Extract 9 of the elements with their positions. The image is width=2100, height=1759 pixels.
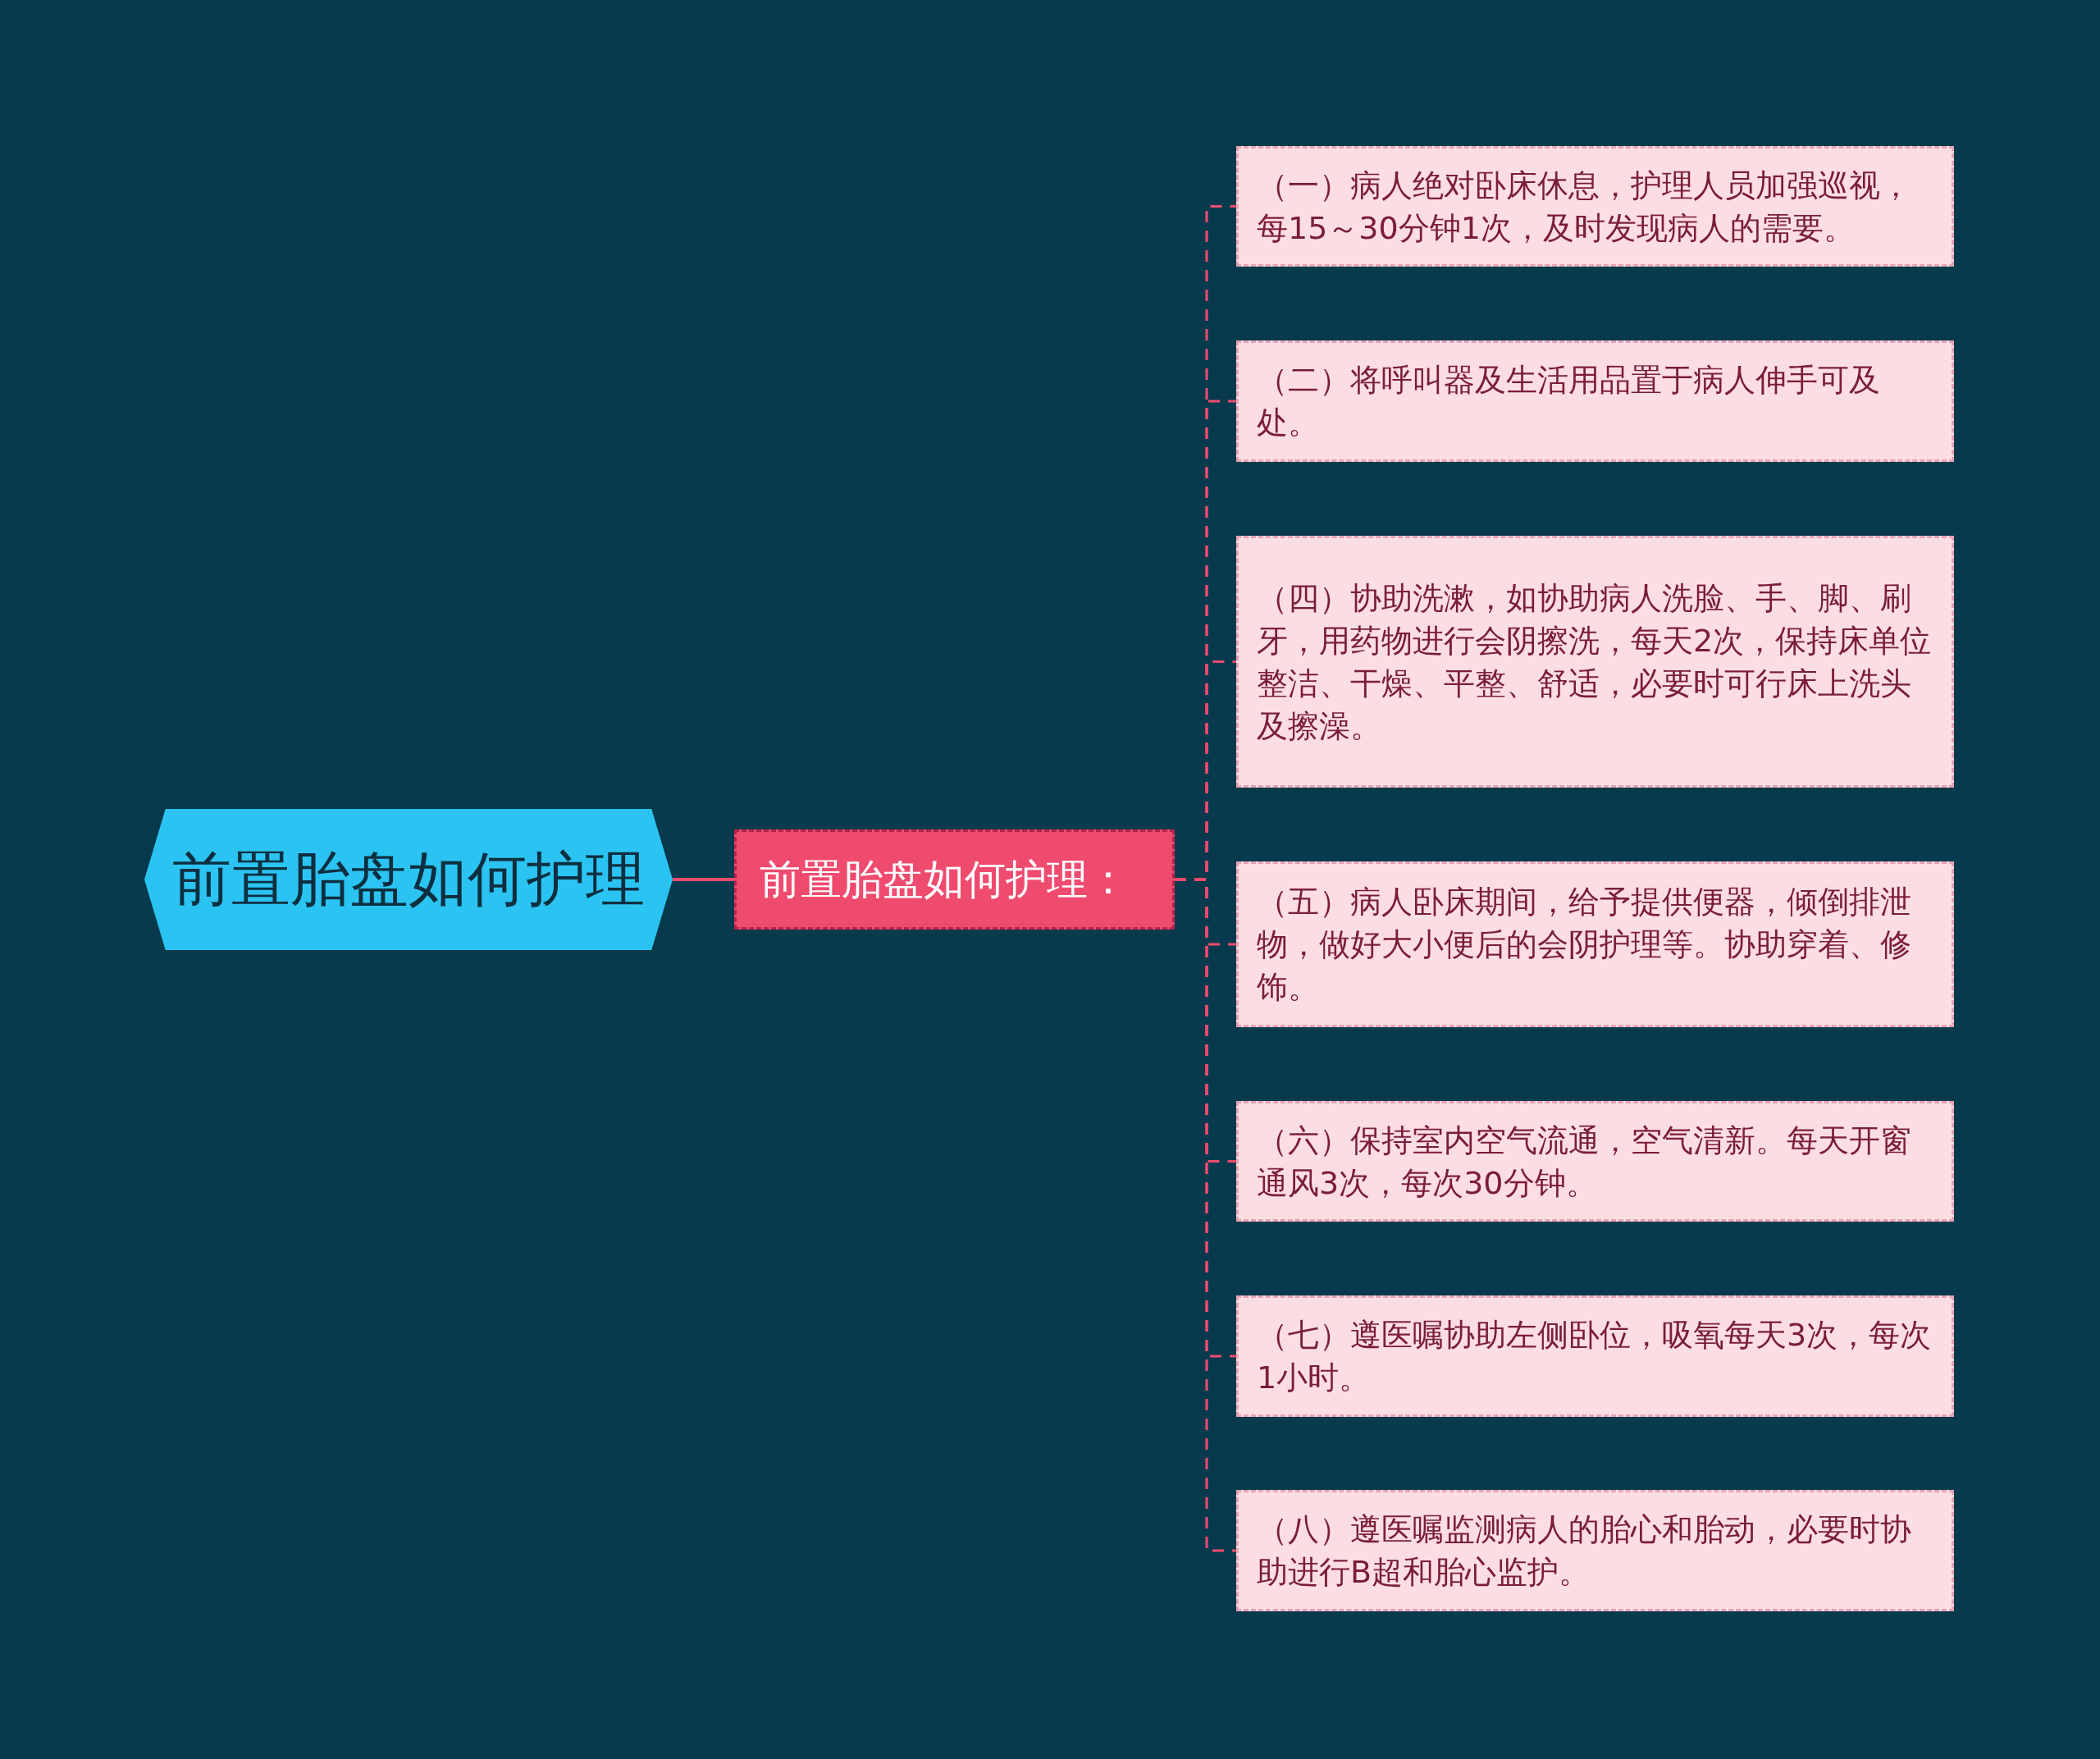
note-box: （二）将呼叫器及生活用品置于病人伸手可及处。	[1236, 340, 1954, 462]
note-box: （八）遵医嘱监测病人的胎心和胎动，必要时协助进行B超和胎心监护。	[1236, 1490, 1954, 1611]
subtopic-box: 前置胎盘如何护理：	[734, 829, 1175, 930]
note-box: （四）协助洗漱，如协助病人洗脸、手、脚、刷牙，用药物进行会阴擦洗，每天2次，保持床单位整洁、干燥、平整、舒适，必要时可行床上洗头及擦澡。	[1236, 536, 1954, 788]
note-box: （五）病人卧床期间，给予提供便器，倾倒排泄物，做好大小便后的会阴护理等。协助穿着、修饰。	[1236, 861, 1954, 1027]
note-box: （六）保持室内空气流通，空气清新。每天开窗通风3次，每次30分钟。	[1236, 1101, 1954, 1222]
connector-line	[673, 878, 734, 881]
note-box: （七）遵医嘱协助左侧卧位，吸氧每天3次，每次1小时。	[1236, 1295, 1954, 1417]
note-box: （一）病人绝对卧床休息，护理人员加强巡视，每15～30分钟1次，及时发现病人的需要。	[1236, 146, 1954, 267]
